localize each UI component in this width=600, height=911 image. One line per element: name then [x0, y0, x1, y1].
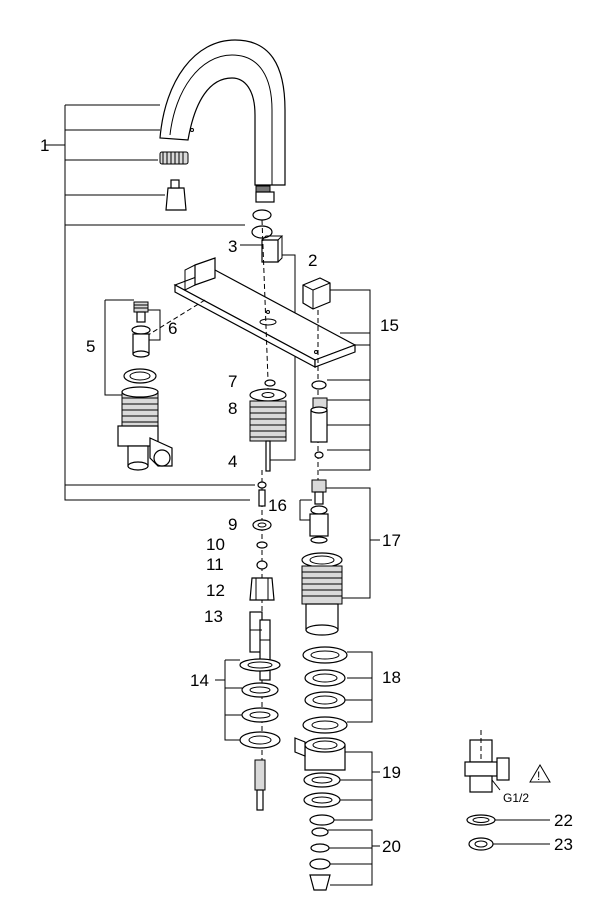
- callout-5: 5: [86, 337, 95, 356]
- right-valve-assembly: [301, 479, 343, 636]
- small-parts-20: [309, 827, 331, 891]
- callout-19-bracket: [334, 751, 380, 821]
- diverter-body-19: [294, 737, 346, 826]
- left-valve-assembly: [117, 301, 173, 471]
- spout: [159, 39, 286, 203]
- callout-10: 10: [206, 535, 225, 554]
- callout-6: 6: [168, 319, 177, 338]
- callout-16: 16: [268, 496, 287, 515]
- callout-22: 22: [554, 811, 573, 830]
- callout-20: 20: [382, 837, 401, 856]
- warning-triangle-icon: [529, 764, 551, 783]
- callout-14-bracket: [215, 659, 242, 741]
- right-stack-parts: [310, 380, 328, 459]
- callout-3: 3: [228, 237, 237, 256]
- callout-1-bracket: [45, 104, 255, 501]
- nut-23-inner: [474, 840, 488, 848]
- callout-11: 11: [206, 555, 224, 574]
- callout-2: 2: [308, 251, 317, 270]
- callout-8: 8: [228, 399, 237, 418]
- callout-15-bracket: [319, 289, 371, 471]
- callout-23: 23: [554, 835, 573, 854]
- thread-label: G1/2: [503, 791, 529, 805]
- callout-20-bracket: [328, 829, 380, 886]
- ring-stack-18: [302, 646, 348, 734]
- angle-valve: [464, 730, 510, 793]
- callout-1: 1: [40, 136, 49, 155]
- gasket-22-inner: [472, 817, 490, 823]
- callout-19: 19: [382, 763, 401, 782]
- callout-18: 18: [382, 668, 401, 687]
- callout-14: 14: [190, 671, 209, 690]
- callout-18-bracket: [345, 651, 373, 723]
- aerator: [159, 151, 189, 165]
- supply-stem: [249, 611, 271, 811]
- central-diverter: [249, 379, 287, 472]
- callout-6-bracket: [148, 309, 161, 341]
- nut-23: [468, 837, 494, 851]
- callout-4: 4: [228, 452, 237, 471]
- valve-small-parts: [249, 481, 275, 601]
- aerator-key: [165, 179, 187, 211]
- callout-16-17-brackets: [299, 487, 380, 599]
- gasket-22: [466, 814, 496, 826]
- callout-9: 9: [228, 515, 237, 534]
- callout-17: 17: [382, 531, 401, 550]
- callout-5-bracket: [104, 299, 134, 396]
- spout-o-ring-1: [252, 209, 272, 221]
- callout-13: 13: [204, 607, 223, 626]
- callout-12: 12: [206, 581, 225, 600]
- callout-7: 7: [228, 372, 237, 391]
- warning-symbol: !: [537, 769, 540, 783]
- deck-plate: [173, 257, 357, 369]
- callout-15: 15: [380, 316, 399, 335]
- callout-22-23-lines: [493, 819, 550, 845]
